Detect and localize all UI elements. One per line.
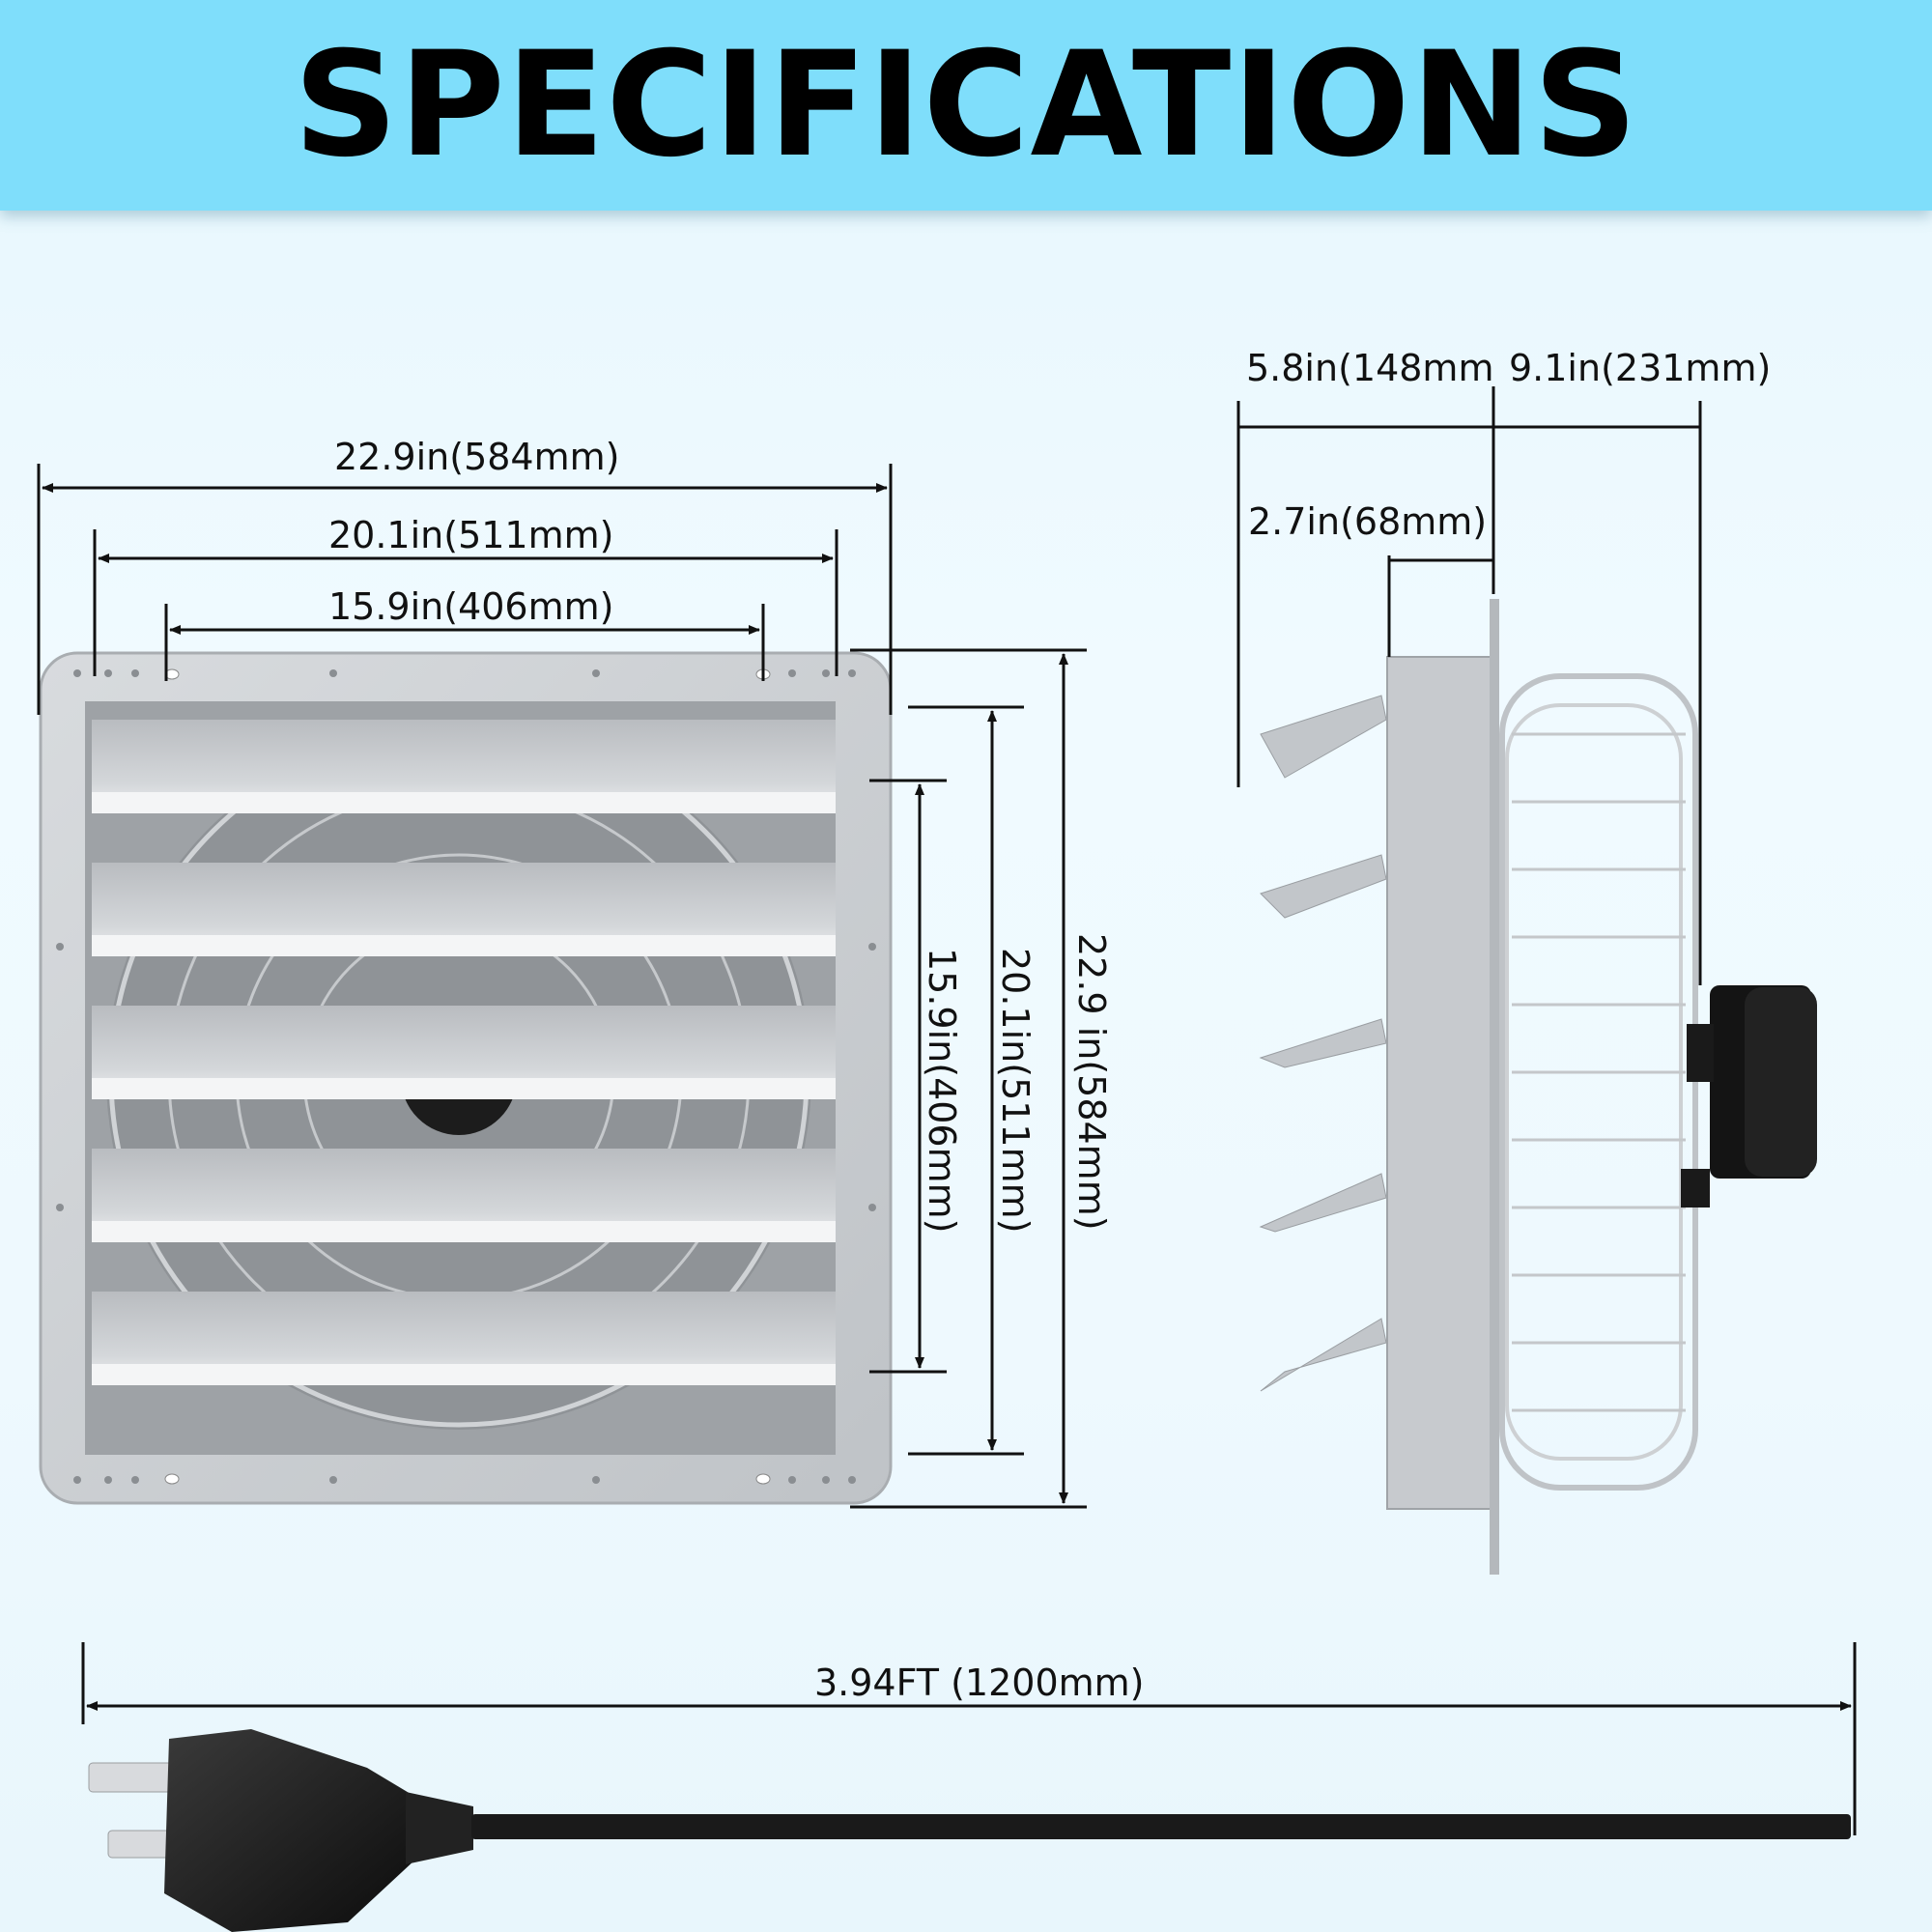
louver-blades bbox=[92, 720, 836, 1385]
cord-dimension-lines bbox=[81, 1642, 1857, 1835]
side-dimension-lines bbox=[1236, 386, 1702, 985]
opening-width-label: 15.9in(406mm) bbox=[328, 585, 614, 628]
opening-height-label: 15.9in(406mm) bbox=[921, 948, 963, 1234]
flange-depth-label: 2.7in(68mm) bbox=[1248, 500, 1488, 543]
cord-length-label: 3.94FT (1200mm) bbox=[814, 1662, 1145, 1704]
frame-width-label: 20.1in(511mm) bbox=[328, 514, 614, 556]
depth-front-label: 5.8in(148mm bbox=[1246, 347, 1494, 389]
front-view-fan bbox=[39, 651, 893, 1505]
side-view-fan bbox=[1259, 599, 1817, 1575]
page-title: SPECIFICATIONS bbox=[293, 21, 1639, 189]
front-dimension-lines bbox=[37, 464, 1087, 1509]
depth-back-label: 9.1in(231mm) bbox=[1509, 347, 1772, 389]
overall-width-label: 22.9in(584mm) bbox=[334, 436, 620, 478]
frame-height-label: 20.1in(511mm) bbox=[994, 948, 1037, 1234]
power-cord bbox=[88, 1729, 1851, 1932]
header-banner: SPECIFICATIONS bbox=[0, 0, 1932, 211]
overall-height-label: 22.9 in(584mm) bbox=[1070, 933, 1113, 1231]
